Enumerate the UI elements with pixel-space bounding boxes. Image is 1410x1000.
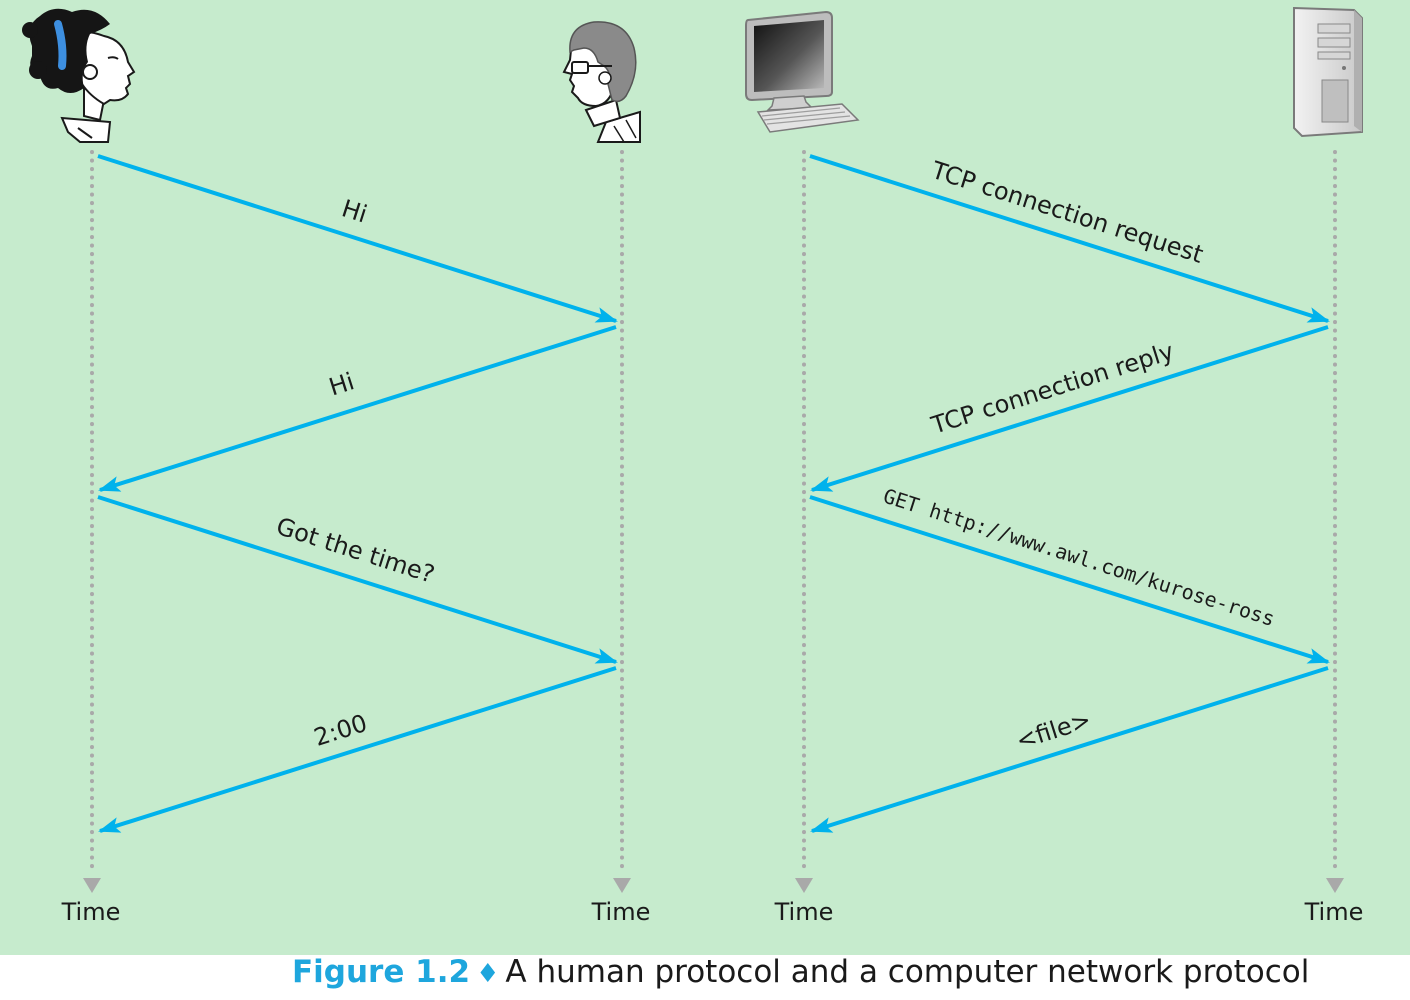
time-label: Time <box>61 898 121 926</box>
message-arrow-hi <box>97 154 618 323</box>
message-arrow-tcp-request <box>809 154 1330 323</box>
woman-icon <box>22 8 136 143</box>
message-arrow-file <box>810 666 1329 833</box>
computer-monitor-icon <box>745 10 860 133</box>
timeline-arrow-down-icon <box>83 878 101 893</box>
caption-background <box>292 955 1410 1000</box>
timelines <box>83 150 1344 893</box>
man-icon <box>562 21 641 143</box>
timeline-arrow-down-icon <box>1326 878 1344 893</box>
message-arrow-got-the-time <box>97 495 618 664</box>
message-label: Hi <box>338 194 370 228</box>
figure-caption-text: A human protocol and a computer network … <box>505 954 1310 990</box>
message-arrow-hi-reply <box>98 325 617 492</box>
diamond-separator-icon: ♦ <box>476 959 500 989</box>
message-label: 2:00 <box>311 709 371 752</box>
timeline-arrow-down-icon <box>795 878 813 893</box>
time-label: Time <box>1304 898 1364 926</box>
time-label: Time <box>774 898 834 926</box>
message-arrow-tcp-reply <box>810 325 1329 492</box>
message-arrow-get <box>809 495 1330 664</box>
message-label: GET http://www.awl.com/kurose-ross <box>880 484 1277 631</box>
protocol-diagram: Hi Hi Got the time? 2:00 TCP connection … <box>0 0 1410 955</box>
figure-caption: Figure 1.2♦A human protocol and a comput… <box>292 950 1309 996</box>
message-label: Hi <box>326 367 358 401</box>
message-labels: Hi Hi Got the time? 2:00 TCP connection … <box>273 156 1278 756</box>
figure-number: Figure 1.2 <box>292 954 471 990</box>
protocol-diagram-svg: Hi Hi Got the time? 2:00 TCP connection … <box>22 6 1364 926</box>
message-arrows <box>97 154 1330 833</box>
timeline-arrow-down-icon <box>613 878 631 893</box>
server-tower-icon <box>1293 6 1363 138</box>
time-label: Time <box>591 898 651 926</box>
message-arrow-2-00 <box>98 666 617 833</box>
time-labels: Time Time Time Time <box>61 898 1364 926</box>
message-label: <file> <box>1013 705 1095 755</box>
message-label: TCP connection request <box>927 156 1206 269</box>
